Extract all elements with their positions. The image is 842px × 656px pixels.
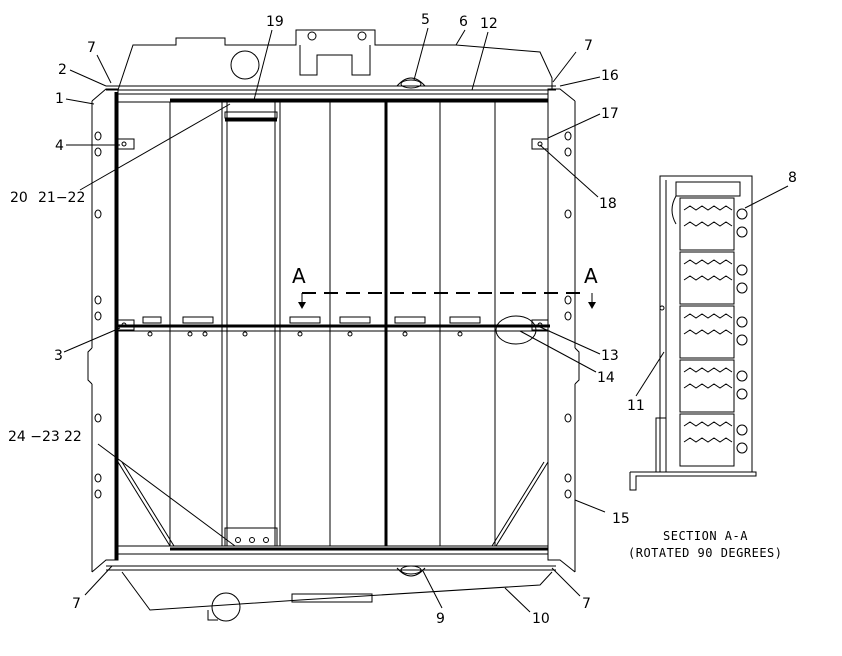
callout-18: 18 xyxy=(599,196,617,212)
section-caption-title: SECTION A-A xyxy=(663,529,748,543)
callout-7-bottom-left: 7 xyxy=(72,596,81,612)
section-a-a-view xyxy=(629,175,757,491)
section-mark-left: A xyxy=(292,264,306,288)
section-cut-line xyxy=(298,292,596,309)
callout-9: 9 xyxy=(436,611,445,627)
bottom-tank xyxy=(106,565,556,622)
callout-14: 14 xyxy=(597,370,615,386)
top-tank xyxy=(106,29,556,91)
callout-12: 12 xyxy=(480,16,498,32)
callout-3: 3 xyxy=(54,348,63,364)
callout-20: 20 xyxy=(10,190,28,206)
section-mark-right: A xyxy=(584,264,598,288)
callout-21-22: 21−22 xyxy=(38,190,85,206)
callout-16: 16 xyxy=(601,68,619,84)
callout-7-top-left: 7 xyxy=(87,40,96,56)
callout-1: 1 xyxy=(55,91,64,107)
leader-lines xyxy=(63,27,789,613)
callout-15: 15 xyxy=(612,511,630,527)
callout-17: 17 xyxy=(601,106,619,122)
rail-bolts xyxy=(147,331,463,337)
section-caption-subtitle: (ROTATED 90 DEGREES) xyxy=(628,546,783,560)
callout-6: 6 xyxy=(459,14,468,30)
side-plate-holes xyxy=(94,131,572,499)
callout-24-23: 24 −23 xyxy=(8,429,60,445)
radiator-frame xyxy=(87,88,580,573)
callout-4: 4 xyxy=(55,138,64,154)
callout-labels: 7 2 1 4 20 21−22 19 5 6 12 7 16 17 18 3 … xyxy=(8,12,797,627)
callout-7-bottom-right: 7 xyxy=(582,596,591,612)
detail-circle xyxy=(495,315,537,345)
tube-ends xyxy=(736,208,748,454)
callout-19: 19 xyxy=(266,14,284,30)
callout-10: 10 xyxy=(532,611,550,627)
callout-11: 11 xyxy=(627,398,645,414)
core-cells xyxy=(679,197,735,467)
rail-tabs xyxy=(142,316,481,324)
callout-7-top-right: 7 xyxy=(584,38,593,54)
callout-5: 5 xyxy=(421,12,430,28)
callout-13: 13 xyxy=(601,348,619,364)
callout-8: 8 xyxy=(788,170,797,186)
callout-2: 2 xyxy=(58,62,67,78)
callout-22: 22 xyxy=(64,429,82,445)
